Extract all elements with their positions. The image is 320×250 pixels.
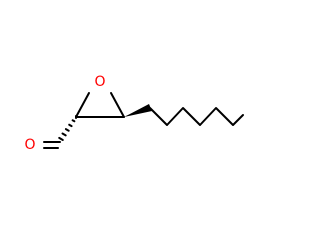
hexyl-chain xyxy=(149,107,244,126)
chemical-structure: O O xyxy=(24,74,244,153)
hashed-wedge-bond xyxy=(58,115,77,141)
aldehyde-oxygen-label: O xyxy=(24,137,35,153)
ring-bond-c2-o xyxy=(75,92,90,118)
epoxide-oxygen-label: O xyxy=(94,74,105,90)
ring-bond-o-c3 xyxy=(110,92,125,118)
solid-wedge-bond xyxy=(124,104,152,117)
